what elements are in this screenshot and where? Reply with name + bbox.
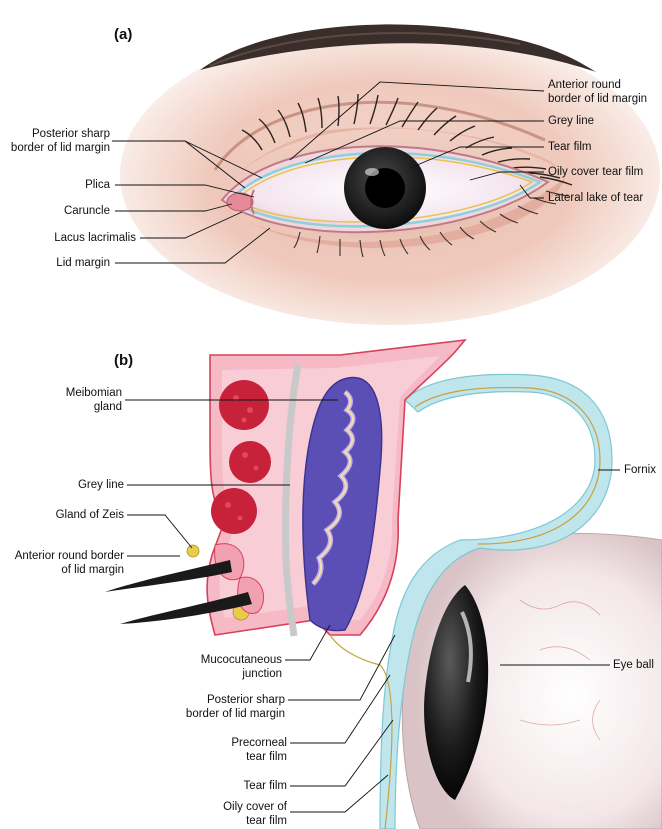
meibomian-secretion [312, 391, 354, 585]
eyelash-2 [120, 592, 252, 624]
posterior-gold-line [329, 634, 393, 829]
gland-red-2 [229, 441, 271, 483]
panel-b-cross-section [105, 338, 662, 829]
label-anterior-round-border-a: Anterior round border of lid margin [548, 79, 648, 105]
eyelash-1 [105, 560, 232, 592]
label-posterior-sharp-border-b: Posterior sharp border of lid margin [185, 694, 285, 720]
panel-a-leader-lines [112, 81, 545, 264]
fornix-gold-line [414, 386, 601, 545]
gland-red-1 [219, 380, 269, 430]
lid-crease [213, 100, 546, 171]
panel-a-eye [120, 24, 660, 325]
gland-of-zeis-shape [186, 544, 200, 558]
label-eye-ball: Eye ball [613, 659, 654, 671]
upper-eyelashes [241, 93, 573, 186]
label-precorneal-tear-film: Precorneal tear film [231, 737, 287, 763]
label-lacus-lacrimalis: Lacus lacrimalis [54, 232, 136, 244]
eyebrow [200, 24, 596, 72]
label-grey-line-a: Grey line [548, 115, 595, 127]
lower-eyelashes [293, 190, 569, 258]
panel-a-title: (a) [114, 26, 133, 43]
gland-red-3 [211, 488, 257, 534]
panel-b-title: (b) [114, 352, 134, 369]
pupil [365, 168, 405, 208]
label-lid-margin: Lid margin [56, 257, 110, 269]
cornea-highlight [460, 611, 473, 683]
label-grey-line-b: Grey line [77, 479, 124, 491]
oily-cover-line [234, 156, 534, 223]
plica-shape [250, 189, 255, 215]
label-oily-cover-of-tear-film: Oily cover of tear film [223, 801, 287, 827]
lower-eyelid [220, 178, 565, 248]
label-mucocutaneous-junction: Mucocutaneous junction [200, 654, 282, 680]
label-tear-film-a: Tear film [548, 141, 592, 153]
label-lateral-lake-of-tear: Lateral lake of tear [548, 192, 644, 204]
cornea [424, 585, 489, 800]
grey-line-band [282, 364, 302, 637]
panel-b-leader-lines [125, 399, 620, 813]
corneal-reflection [365, 168, 379, 176]
label-fornix: Fornix [624, 464, 656, 476]
label-oily-cover-tear-film-a: Oily cover tear film [548, 166, 644, 178]
label-tear-film-b: Tear film [243, 780, 287, 792]
caruncle-shape [226, 192, 254, 212]
label-gland-of-zeis: Gland of Zeis [55, 509, 124, 521]
label-meibomian-gland: Meibomian gland [65, 387, 122, 413]
label-plica: Plica [85, 179, 110, 191]
globe-vessels [519, 599, 601, 741]
label-posterior-sharp-border-a: Posterior sharp border of lid margin [10, 128, 110, 154]
label-caruncle: Caruncle [63, 205, 110, 217]
label-anterior-round-border-b: Anterior round border of lid margin [14, 550, 124, 576]
